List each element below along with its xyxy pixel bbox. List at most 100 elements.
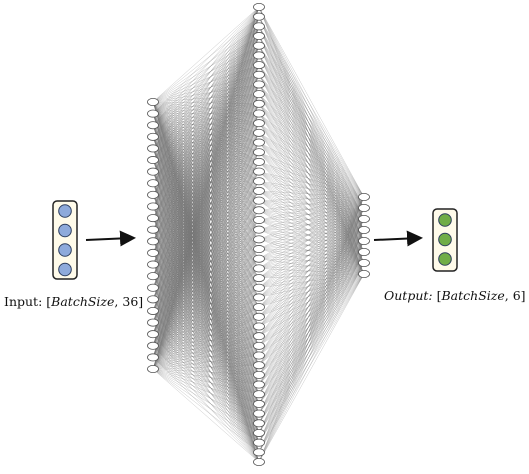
edge — [258, 207, 365, 211]
edge — [152, 6, 260, 300]
edge — [152, 316, 260, 370]
hidden-layer-2-node — [253, 70, 265, 79]
edge — [258, 240, 365, 346]
edge — [258, 103, 365, 209]
edge — [258, 35, 365, 209]
edge — [152, 6, 260, 242]
hidden-layer-2-node — [253, 351, 265, 360]
input-shape-label: Input: [BatchSize, 36] — [4, 294, 143, 309]
hidden-layer-1-node — [147, 225, 159, 234]
edge — [152, 45, 260, 370]
edge — [258, 94, 365, 198]
edge — [258, 207, 365, 395]
hidden-layer-1-node — [147, 318, 159, 327]
edge — [258, 229, 365, 395]
edge — [258, 218, 365, 424]
edge — [258, 251, 365, 424]
edge — [258, 64, 365, 220]
edge — [152, 55, 260, 335]
edge — [258, 218, 365, 298]
edge — [258, 196, 365, 356]
edge — [152, 368, 260, 395]
edge — [152, 35, 260, 114]
edge — [258, 229, 365, 337]
edge — [258, 207, 365, 463]
hidden-layer-3-node — [358, 236, 370, 245]
edge — [258, 251, 365, 308]
edge — [258, 229, 365, 317]
edge — [152, 6, 260, 346]
hidden-layer-1-node — [147, 248, 159, 257]
edge — [258, 207, 365, 366]
hidden-layer-2-node — [253, 274, 265, 283]
edge — [258, 262, 365, 405]
edge — [258, 55, 365, 209]
edge — [258, 132, 365, 220]
edge — [152, 6, 260, 149]
edge — [152, 181, 260, 370]
edge — [258, 196, 365, 337]
edge — [258, 196, 365, 250]
edge — [258, 207, 365, 221]
edge — [152, 258, 260, 370]
edge — [258, 207, 365, 375]
edge — [258, 207, 365, 327]
edge — [152, 248, 260, 370]
hidden-layer-3-node — [358, 247, 370, 256]
hidden-layer-2-node — [253, 3, 265, 11]
output-vector-cell — [438, 252, 452, 266]
edge — [152, 355, 260, 370]
edge — [258, 262, 365, 375]
hidden-layer-2-node — [253, 399, 265, 408]
edge — [258, 113, 365, 198]
hidden-layer-2-node — [253, 196, 265, 205]
edge — [258, 207, 365, 230]
edge — [152, 6, 260, 230]
edge — [258, 240, 365, 375]
edge — [258, 251, 365, 434]
edge — [258, 196, 365, 221]
edge — [258, 196, 365, 269]
edge — [152, 277, 260, 370]
edge — [258, 240, 365, 356]
edge — [258, 229, 365, 443]
hidden-layer-2-node — [253, 293, 265, 302]
edge — [258, 229, 365, 375]
edge — [152, 16, 260, 114]
edge — [258, 218, 365, 308]
edge — [152, 6, 260, 207]
edge — [152, 74, 260, 370]
edge — [152, 26, 260, 358]
hidden-layer-2-node — [253, 22, 265, 31]
edge — [258, 218, 365, 414]
edge — [152, 45, 260, 103]
input-label-open: [ — [46, 294, 52, 309]
edge — [152, 6, 260, 161]
edge — [258, 190, 365, 209]
edge — [152, 94, 260, 370]
edge — [258, 229, 365, 463]
input-label-rest: , 36] — [114, 294, 144, 309]
edge — [258, 196, 365, 366]
edge — [258, 94, 365, 209]
edge — [258, 152, 365, 220]
neuron-nodes — [147, 3, 370, 466]
edge — [258, 218, 365, 346]
hidden-layer-2-node — [253, 157, 265, 166]
edge — [258, 218, 365, 259]
edge — [258, 218, 365, 375]
hidden-layer-2-node — [253, 128, 265, 137]
edge — [258, 251, 365, 327]
edge — [258, 240, 365, 385]
edge — [152, 45, 260, 358]
edge — [152, 6, 260, 172]
hidden-layer-3-node — [358, 258, 370, 267]
edge — [258, 196, 365, 240]
hidden-layer-1-node — [147, 330, 159, 339]
edge — [258, 251, 365, 366]
edge — [258, 142, 365, 209]
hidden-layer-2-node — [253, 332, 265, 341]
edge — [258, 207, 365, 308]
edge — [258, 240, 365, 366]
hidden-layer-1-node — [147, 144, 159, 153]
